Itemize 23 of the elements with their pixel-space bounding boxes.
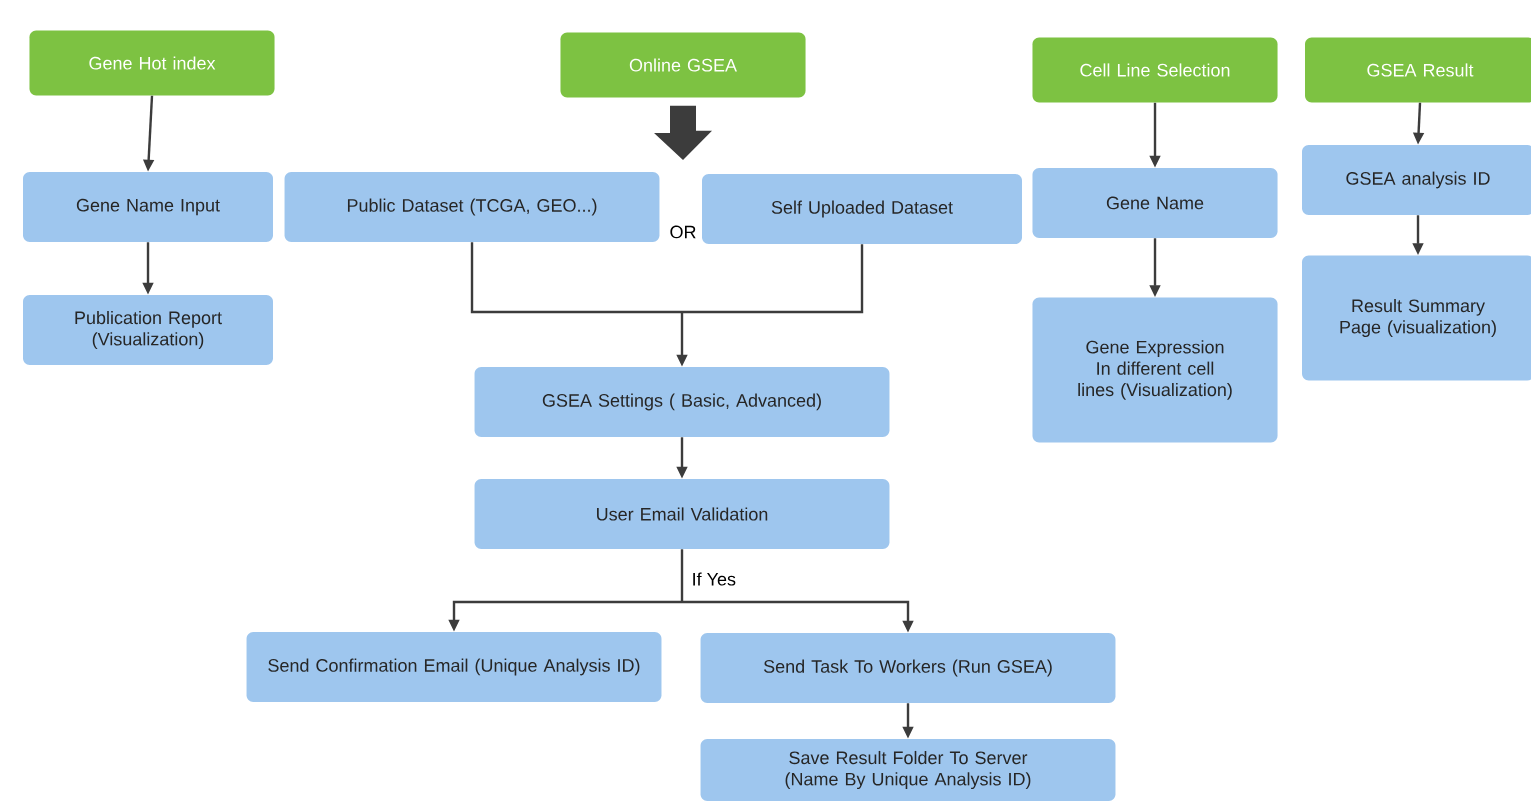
edge-label: If Yes	[693, 572, 736, 586]
title-box: GSEA Result	[1305, 37, 1531, 103]
process-box: Save Result Folder To Server (Name By Unique Analysis ID)	[700, 739, 1116, 801]
connector-line	[470, 242, 682, 314]
process-box: Result Summary Page (visualization)	[1302, 255, 1531, 381]
title-box: Cell Line Selection	[1032, 37, 1278, 103]
title-box: Gene Hot index	[29, 30, 275, 96]
process-box: Gene Name	[1032, 168, 1278, 238]
or-label: OR	[670, 225, 696, 239]
connector-line	[680, 549, 684, 602]
process-box: Public Dataset (TCGA, GEO...)	[284, 172, 660, 242]
process-box: Send Task To Workers (Run GSEA)	[700, 633, 1116, 703]
process-box: Self Uploaded Dataset	[702, 174, 1022, 244]
process-box: GSEA analysis ID	[1302, 145, 1531, 215]
title-box: Online GSEA	[560, 32, 806, 98]
process-box: Gene Name Input	[23, 172, 273, 242]
process-box: Publication Report (Visualization)	[23, 295, 273, 365]
process-box: GSEA Settings ( Basic, Advanced)	[474, 367, 890, 437]
block-arrow	[654, 105, 712, 160]
process-box: Gene Expression In different cell lines (Visualization)	[1032, 297, 1278, 443]
process-box: Send Confirmation Email (Unique Analysis ID)	[246, 632, 662, 702]
process-box: User Email Validation	[474, 479, 890, 549]
connector-line	[682, 244, 864, 314]
